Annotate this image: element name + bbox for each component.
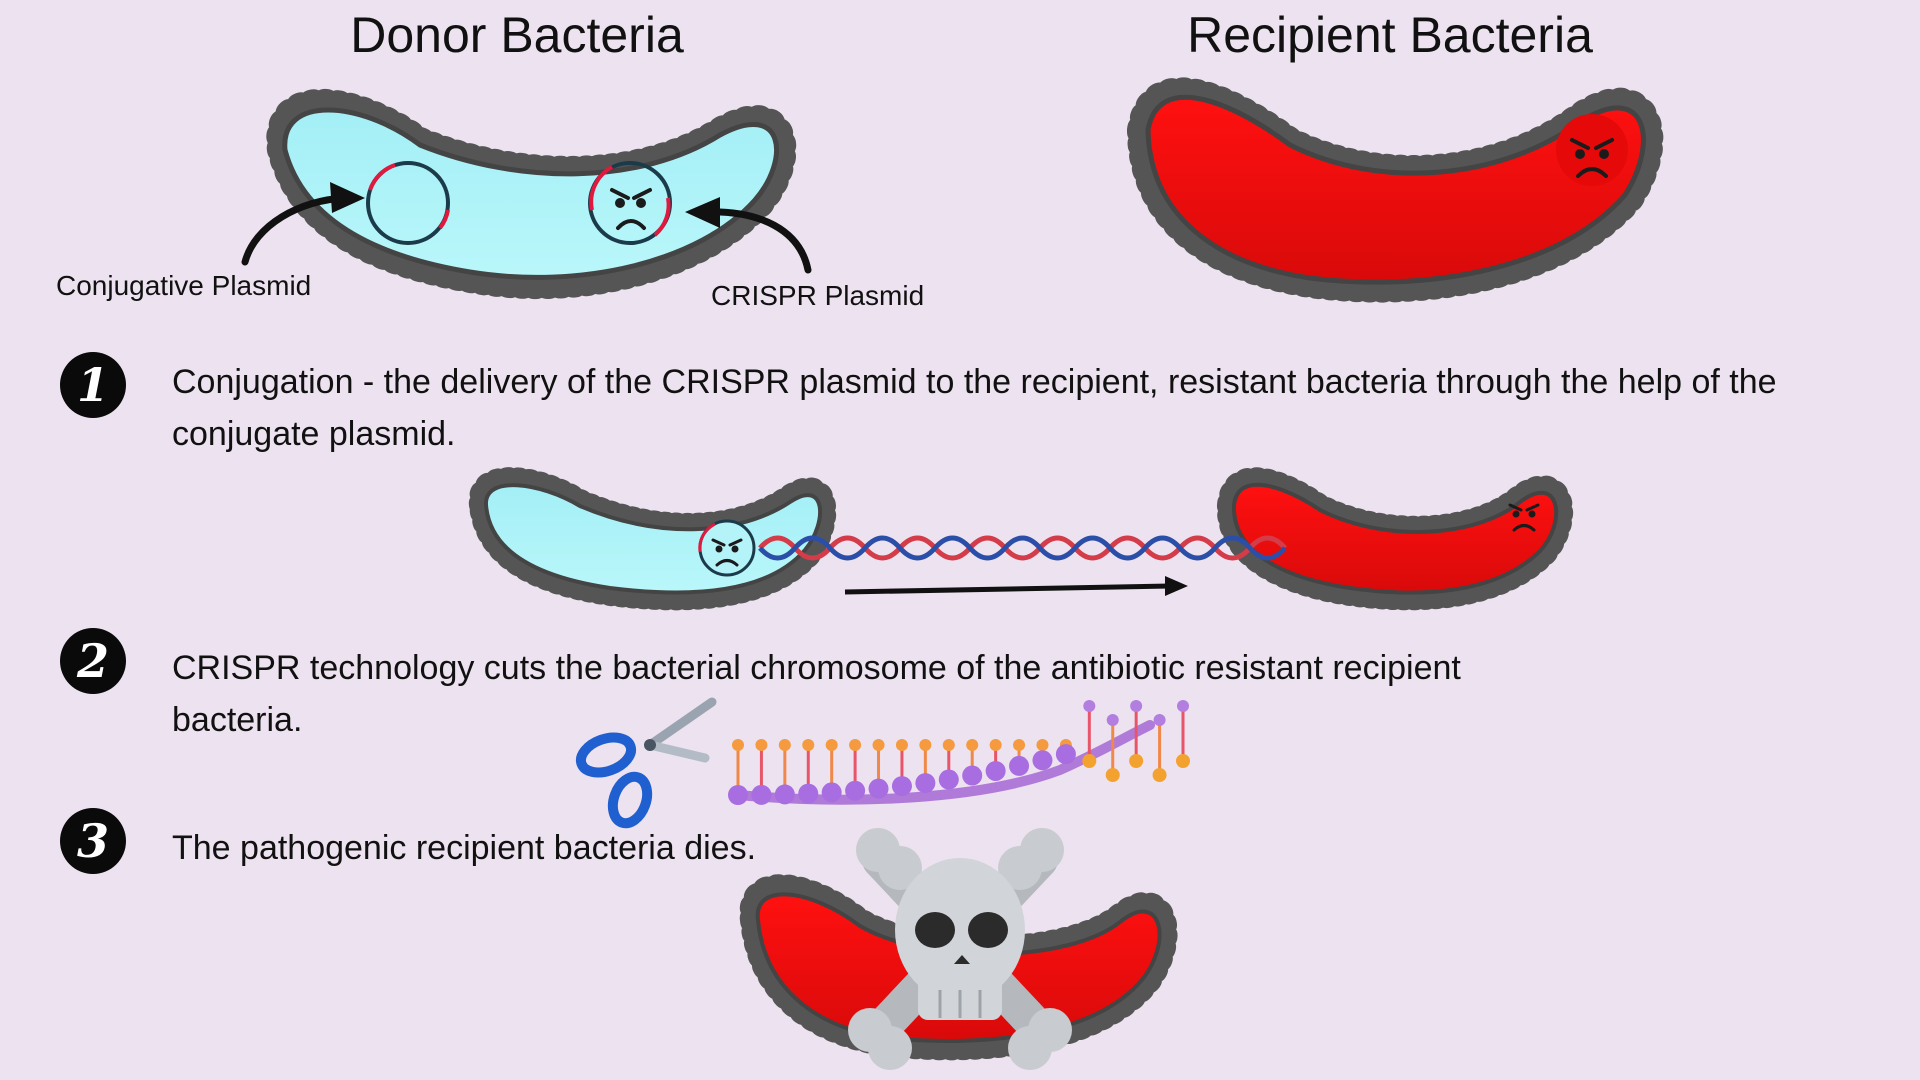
donor-bacterium-small: [468, 467, 837, 611]
backbone-node: [938, 769, 959, 790]
arrow-icon: [844, 576, 1188, 596]
chromosome-icon: [733, 720, 1155, 805]
backbone-node: [1176, 754, 1190, 768]
crispr-plasmid-label: CRISPR Plasmid: [711, 280, 925, 311]
backbone-node: [868, 778, 889, 799]
base-node: [755, 739, 768, 751]
backbone-node: [774, 784, 795, 805]
backbone-node: [915, 773, 936, 794]
step-2-badge: 2: [60, 628, 126, 694]
donor-title: Donor Bacteria: [350, 7, 684, 63]
backbone-node: [985, 760, 1006, 781]
base-node: [966, 739, 979, 751]
backbone-node: [1105, 768, 1120, 782]
step-2-text: CRISPR technology cuts the bacterial chr…: [172, 649, 1461, 739]
backbone-node: [1129, 754, 1144, 768]
angry-face-icon: [610, 188, 652, 230]
dna-helix-icon: [758, 535, 1287, 561]
base-node: [849, 739, 862, 751]
backbone-node: [1152, 768, 1167, 782]
base-node: [1083, 700, 1096, 712]
backbone-node: [751, 784, 772, 805]
base-node: [942, 739, 955, 751]
backbone-node: [962, 765, 983, 786]
base-node: [1106, 714, 1119, 726]
base-node: [778, 739, 791, 751]
base-node: [1013, 739, 1026, 751]
backbone-node: [845, 780, 866, 801]
recipient-bacterium-small: [1216, 467, 1574, 611]
base-node: [732, 739, 744, 751]
step-3-text: The pathogenic recipient bacteria dies.: [172, 829, 757, 867]
backbone-node: [1055, 744, 1076, 765]
backbone-node: [821, 782, 842, 803]
base-node: [1130, 700, 1143, 712]
scissors-icon: [575, 697, 717, 829]
step-1-text: Conjugation - the delivery of the CRISPR…: [172, 363, 1777, 453]
base-node: [802, 739, 815, 751]
backbone-node: [728, 785, 748, 805]
backbone-node: [798, 783, 819, 804]
base-node: [989, 739, 1002, 751]
base-node: [1153, 714, 1166, 726]
base-node: [1177, 700, 1189, 712]
step-3-badge: 3: [60, 808, 126, 874]
recipient-bacterium-large: [1126, 77, 1664, 303]
base-node: [872, 739, 885, 751]
backbone-node: [1009, 755, 1030, 776]
conjugative-plasmid-label: Conjugative Plasmid: [56, 270, 312, 301]
arrow-icon: [241, 182, 365, 266]
angry-face-icon: [1570, 138, 1614, 178]
backbone-node: [891, 776, 912, 797]
backbone-node: [1082, 754, 1097, 768]
angry-face-icon: [711, 538, 743, 567]
backbone-node: [1032, 750, 1053, 771]
chromosome-bases: [728, 700, 1190, 805]
base-node: [825, 739, 838, 751]
arrow-icon: [685, 197, 812, 274]
base-node: [895, 739, 908, 751]
skull-crossbones-icon: [848, 828, 1072, 1070]
recipient-title: Recipient Bacteria: [1187, 7, 1593, 63]
step-1-badge: 1: [60, 352, 126, 418]
base-node: [919, 739, 932, 751]
base-node: [1036, 739, 1049, 751]
angry-face-icon: [1508, 503, 1540, 532]
